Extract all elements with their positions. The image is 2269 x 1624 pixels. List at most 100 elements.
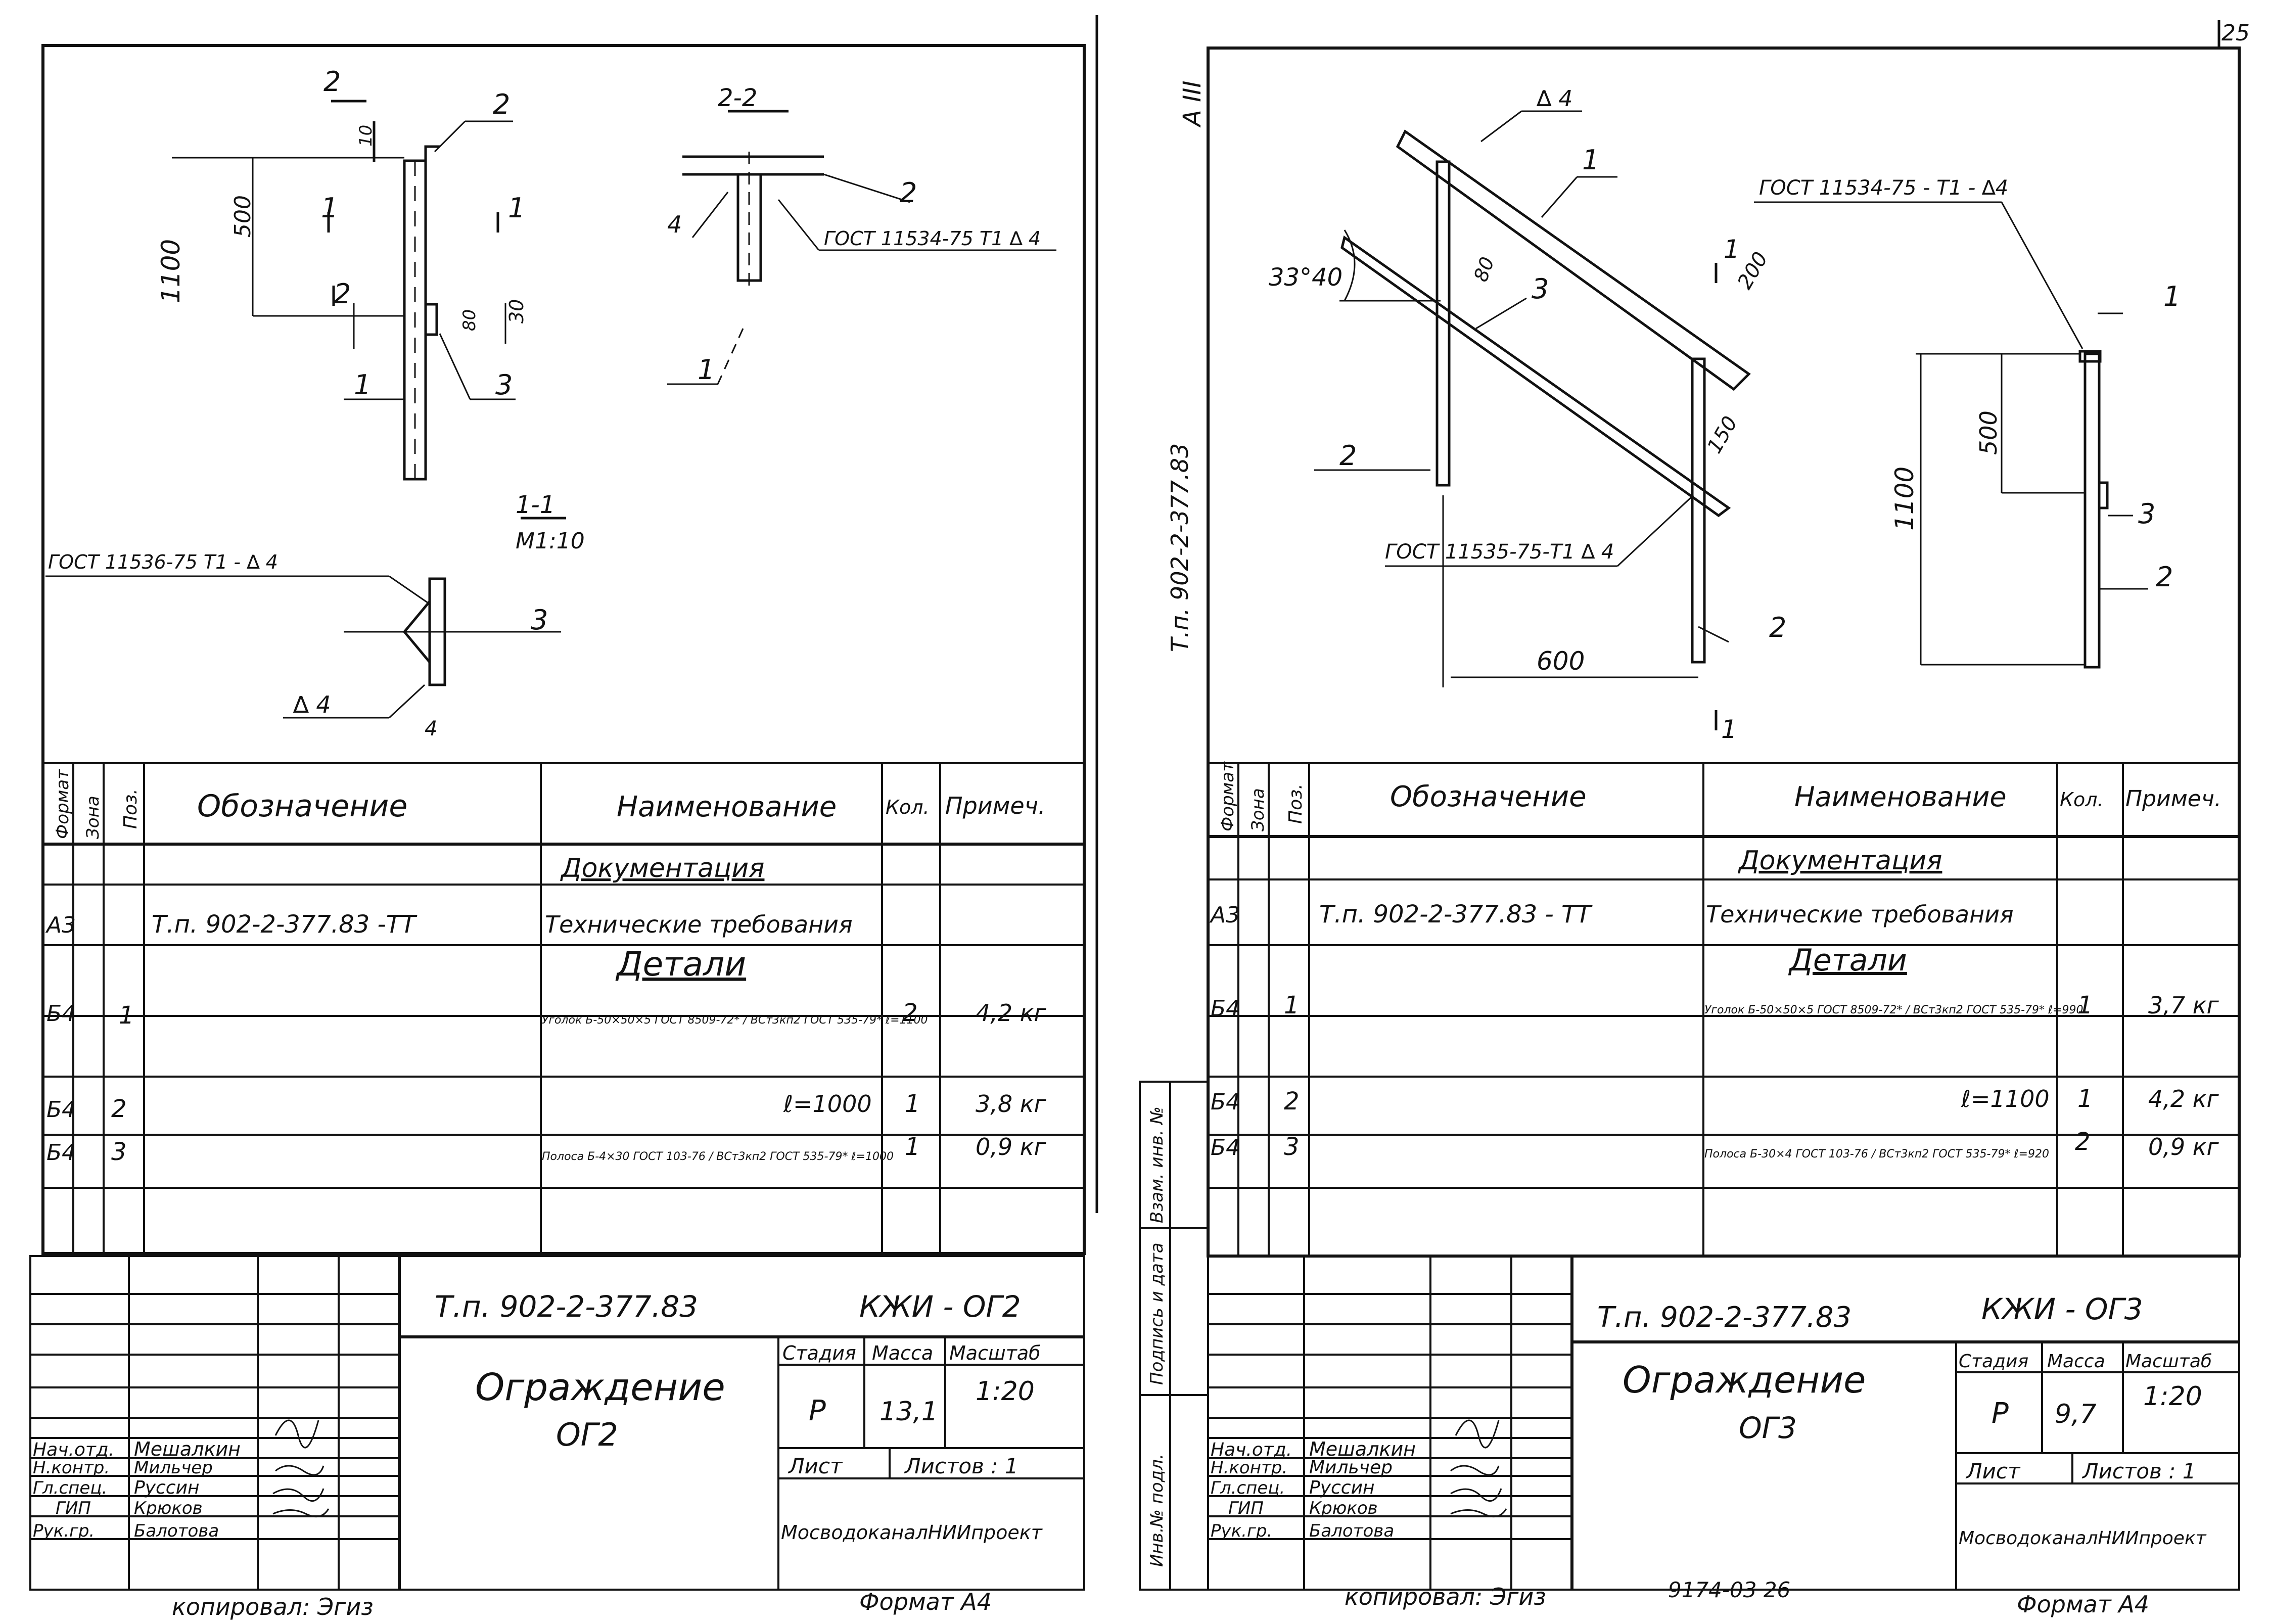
section-1-right-label: 1 <box>508 192 525 224</box>
section-11-title: 1-1 <box>516 491 555 519</box>
s11-weld-mark-bottom: 4 <box>425 717 437 740</box>
left-tb-role-3: Гл.спец. <box>33 1478 107 1498</box>
side-dim-1100-label: 1100 <box>1890 467 1919 531</box>
left-tb-role-2: Н.контр. <box>33 1458 110 1478</box>
pos2-right-label: 2 <box>1769 612 1786 643</box>
right-row4-format: Б4 <box>1211 1135 1240 1161</box>
right-tb-role-4: ГИП <box>1228 1498 1264 1518</box>
left-section-doc: Документация <box>560 853 764 884</box>
sheet-number: 25 <box>2221 20 2250 46</box>
dim-10-label: 10 <box>356 125 376 147</box>
right-tb-sheet-label: Лист <box>1965 1459 2021 1483</box>
gost11535-note: ГОСТ 11535-75-Т1 ∆ 4 <box>1385 540 1614 564</box>
right-vertical-code: Т.п. 902-2-377.83 <box>1166 443 1193 652</box>
side-view-pos1 <box>2078 350 2102 363</box>
sheet-roman: А III <box>1178 80 1207 128</box>
side-gost-leader <box>2001 202 2083 349</box>
pos-1-label: 1 <box>354 369 371 401</box>
right-row4-qty: 2 <box>2075 1128 2091 1156</box>
right-row1-format: А3 <box>1209 902 1240 928</box>
right-tb-name-2: Мильчер <box>1309 1457 1393 1478</box>
right-row3-qty: 1 <box>2077 1085 2093 1113</box>
right-row1-designation: Т.п. 902-2-377.83 - ТТ <box>1319 900 1593 929</box>
left-tb-stage: Р <box>809 1395 826 1427</box>
side-dim-500-label: 500 <box>1975 410 2002 455</box>
left-row2-note: 4,2 кг <box>976 999 1047 1027</box>
right-tb-role-2: Н.контр. <box>1211 1458 1287 1478</box>
left-tb-scale-label: Масштаб <box>949 1342 1041 1364</box>
s22-leader-gost <box>777 199 820 251</box>
right-row3-note: 4,2 кг <box>2148 1085 2219 1112</box>
left-tb-role-4: ГИП <box>56 1498 91 1518</box>
left-row3-format: Б4 <box>47 1097 76 1123</box>
side-label-2: Подпись и дата <box>1147 1242 1167 1385</box>
section-22-title: 2-2 <box>718 84 757 112</box>
left-tb-role-1: Нач.отд. <box>33 1440 114 1460</box>
left-row4-pos: 3 <box>111 1138 127 1166</box>
handrail-pos1 <box>1396 129 1751 391</box>
s22-pos-2-label: 2 <box>900 177 917 209</box>
right-section-details: Детали <box>1788 943 1907 978</box>
angle-top <box>424 145 440 161</box>
right-row2-format: Б4 <box>1211 996 1240 1022</box>
side-view-pos2 <box>2083 352 2101 669</box>
s11-weld-mark: ∆ 4 <box>293 691 331 718</box>
right-hdr-zone: Зона <box>1248 788 1268 831</box>
right-tb-mass: 9,7 <box>2055 1399 2097 1429</box>
pos3-label: 3 <box>1532 273 1549 305</box>
right-row1-name: Технические требования <box>1706 901 2014 928</box>
left-row3-name: ℓ=1000 <box>783 1090 872 1118</box>
dim-30-label: 30 <box>505 299 528 323</box>
right-spec-table <box>1207 762 2240 1257</box>
right-hdr-name: Наименование <box>1794 781 2007 813</box>
left-row1-format: А3 <box>45 912 76 938</box>
right-tb-stage-label: Стадия <box>1959 1351 2028 1372</box>
right-copied: копировал: Эгиз <box>1345 1583 1546 1610</box>
right-hdr-format: Формат <box>1218 761 1238 831</box>
left-row3-note: 3,8 кг <box>976 1090 1047 1118</box>
pos2-left-label: 2 <box>1339 440 1357 472</box>
pos-3-label: 3 <box>495 369 513 401</box>
s22-leader-1 <box>717 328 744 385</box>
right-drawing <box>1314 110 2148 730</box>
left-hdr-pos: Поз. <box>120 788 141 829</box>
dim-600: 600 <box>1537 646 1585 676</box>
dim-80-label: 80 <box>459 309 480 331</box>
right-format: Формат А4 <box>2017 1591 2149 1618</box>
strip-pos3-angled <box>1340 235 1731 518</box>
left-row2-name: Уголок Б-50×50×5 ГОСТ 8509-72* / ВСт3кп2… <box>542 1014 928 1027</box>
left-tb-title: Ограждение <box>475 1366 725 1409</box>
section-2-bottom-label: 2 <box>334 278 351 310</box>
gost11535-leader <box>1616 494 1694 567</box>
left-tb-mass-label: Масса <box>872 1342 933 1364</box>
left-format: Формат А4 <box>859 1588 992 1615</box>
dim-150: 150 <box>1703 412 1742 457</box>
left-tb-mass: 13,1 <box>879 1397 938 1427</box>
side-label-3: Инв.№ подл. <box>1147 1454 1167 1567</box>
left-tb-name-1: Мешалкин <box>134 1438 241 1460</box>
right-tb-stage: Р <box>1992 1397 2009 1430</box>
right-tb-role-3: Гл.спец. <box>1211 1478 1285 1498</box>
right-section-doc: Документация <box>1738 846 1942 876</box>
left-tb-sheet-label: Лист <box>788 1454 843 1478</box>
left-row4-name: Полоса Б-4×30 ГОСТ 103-76 / ВСт3кп2 ГОСТ… <box>542 1150 894 1163</box>
right-tb-name-1: Мешалкин <box>1309 1438 1416 1460</box>
right-row3-format: Б4 <box>1211 1089 1240 1115</box>
left-copied: копировал: Эгиз <box>172 1593 374 1620</box>
leader-2 <box>434 120 466 153</box>
section1-bottom-label: 1 <box>1721 715 1737 744</box>
left-hdr-qty: Кол. <box>886 796 930 818</box>
left-row2-qty: 2 <box>902 999 918 1027</box>
leader-1 <box>1541 176 1578 218</box>
dim-80-right: 80 <box>1469 254 1499 285</box>
dim-1100-label: 1100 <box>156 239 186 303</box>
s11-gost-note: ГОСТ 11536-75 Т1 - ∆ 4 <box>48 551 278 573</box>
s11-pos-3-label: 3 <box>531 604 548 636</box>
left-sheet: 2 2 1 1 2-2 1-1 М1:10 10 500 1100 30 80 … <box>29 44 1086 1620</box>
right-stamp: 9174-03 26 <box>1668 1577 1790 1602</box>
right-tb-role-5: Рук.гр. <box>1211 1521 1272 1541</box>
left-tb-name-4: Крюков <box>134 1498 203 1518</box>
right-row4-name: Полоса Б-30×4 ГОСТ 103-76 / ВСт3кп2 ГОСТ… <box>1704 1148 2049 1161</box>
right-row4-pos: 3 <box>1284 1133 1300 1161</box>
left-signatures <box>272 1419 330 1518</box>
